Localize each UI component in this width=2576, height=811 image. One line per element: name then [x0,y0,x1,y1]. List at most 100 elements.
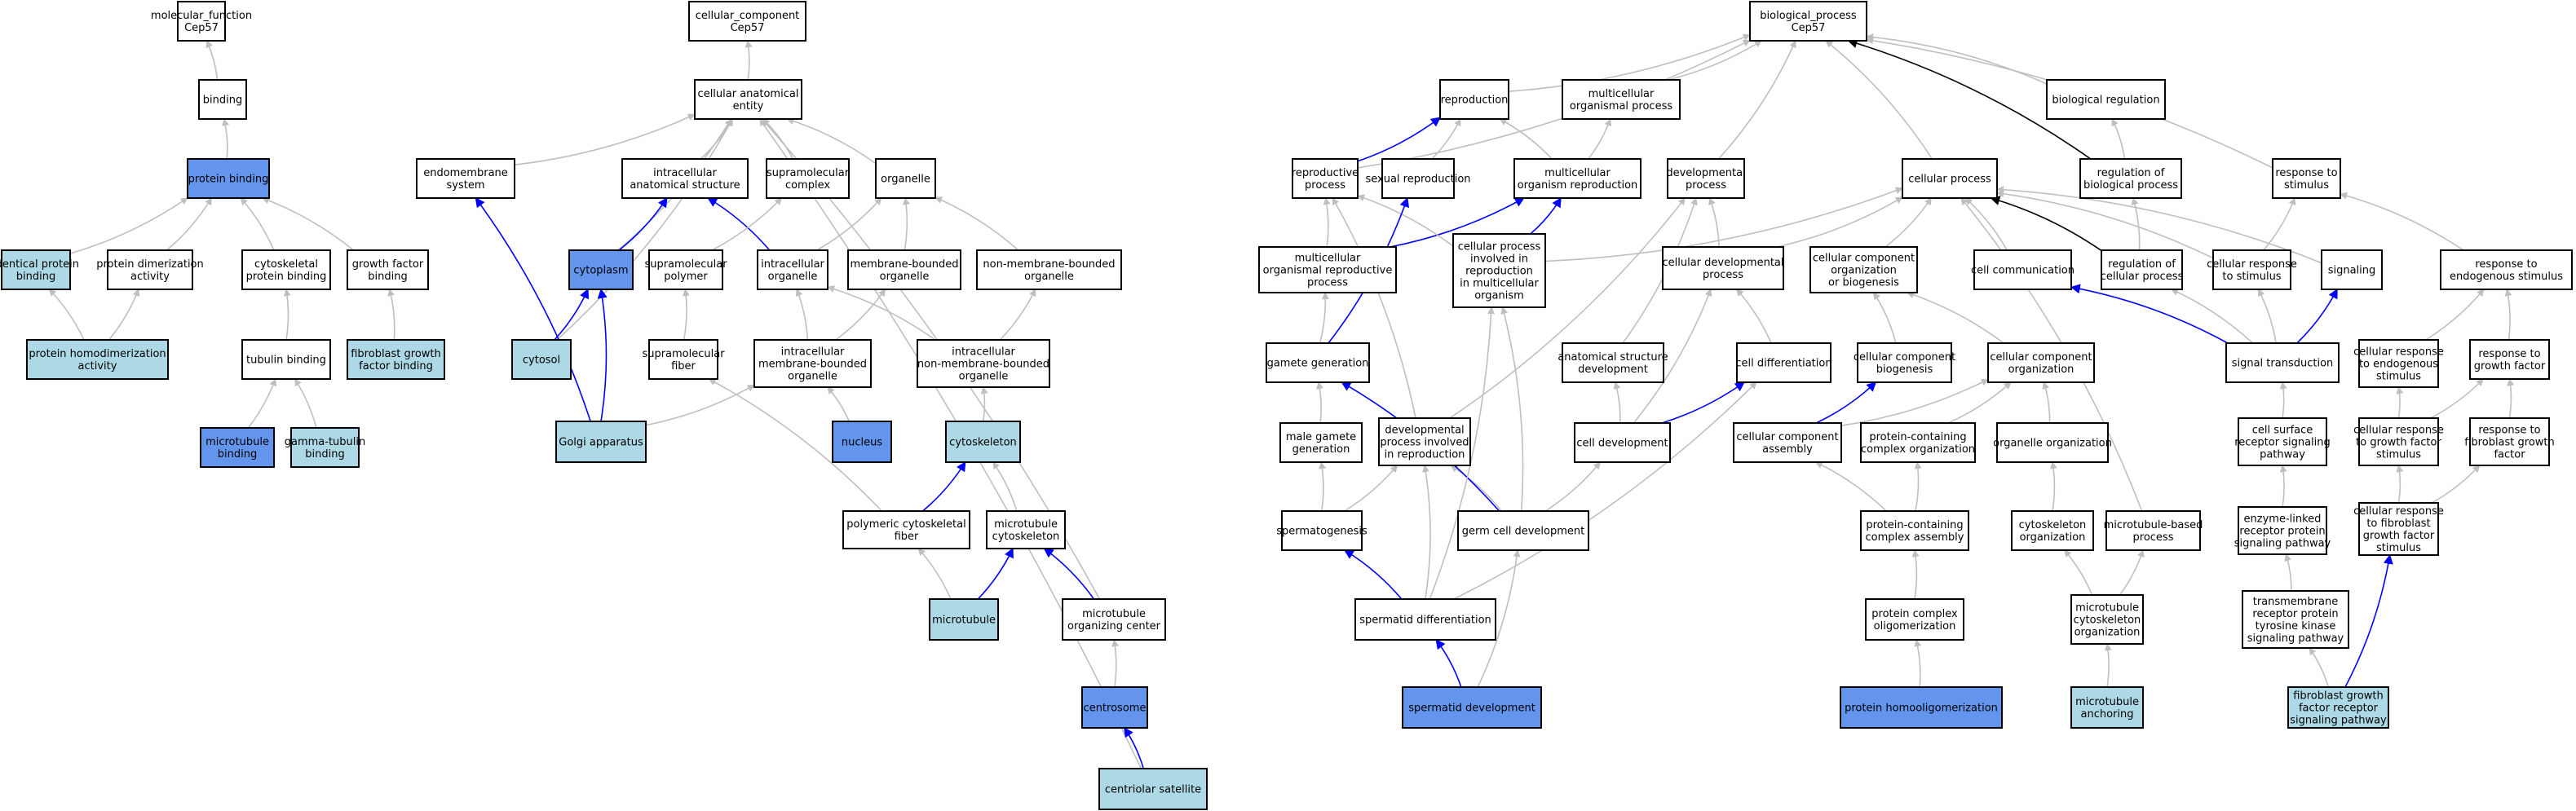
go-term-node-germ-cell-development[interactable]: germ cell development [1457,510,1589,551]
go-term-node-spermatogenesis[interactable]: spermatogenesis [1276,510,1368,551]
node-box [1457,510,1589,551]
go-term-node-signaling[interactable]: signaling [2321,249,2383,290]
go-term-node-cell-communication[interactable]: cell communication [1971,249,2074,290]
go-term-node-golgi-apparatus[interactable]: Golgi apparatus [555,421,647,463]
go-term-node-nucleus[interactable]: nucleus [832,421,892,463]
go-term-node-cell-differentiation[interactable]: cell differentiation [1735,342,1832,383]
go-term-node-spermatid-differentiation[interactable]: spermatid differentiation [1354,598,1496,641]
go-term-node-microtubule[interactable]: microtubule [929,598,999,641]
node-label-line: microtubule [2075,696,2139,708]
go-term-node-organelle[interactable]: organelle [875,158,936,199]
node-box [842,510,970,549]
go-term-node-protein-homooligomerization[interactable]: protein homooligomerization [1840,686,2003,729]
node-box [757,249,828,290]
edge-microtubule_binding-to-tubulin_binding [247,378,277,429]
go-term-node-biological-regulation[interactable]: biological regulation [2046,79,2166,120]
go-term-node-signal-transduction[interactable]: signal transduction [2225,342,2340,383]
node-label-line: endomembrane [423,167,508,179]
go-term-node-binding[interactable]: binding [198,79,247,120]
go-term-node-cellular-process[interactable]: cellular process [1902,158,1998,199]
go-term-node-intracellular-non-membrane-bounded-organelle[interactable]: intracellularnon-membrane-boundedorganel… [917,339,1050,388]
node-box [1662,246,1784,290]
go-term-node-cell-development[interactable]: cell development [1574,422,1671,463]
go-term-node-cytosol[interactable]: cytosol [511,339,572,380]
go-term-node-centriolar-satellite[interactable]: centriolar satellite [1098,768,1208,810]
edge-protein_binding-to-binding [222,118,229,160]
node-label-line: supramolecular [767,167,850,179]
go-term-node-cytoskeleton[interactable]: cytoskeleton [945,421,1021,463]
go-term-node-organelle-organization[interactable]: organelle organization [1993,422,2112,463]
go-term-node-spermatid-development[interactable]: spermatid development [1402,686,1542,729]
node-label-line: receptor protein [2252,608,2338,620]
go-term-node-reproduction[interactable]: reproduction [1439,79,1509,120]
go-term-node-gamete-generation[interactable]: gamete generation [1266,342,1370,383]
node-label-line: identical protein [0,258,79,271]
go-term-node-cytoplasm[interactable]: cytoplasm [568,249,634,290]
node-label-line: biological regulation [2052,95,2159,107]
go-term-node-centrosome[interactable]: centrosome [1081,686,1148,729]
go-term-node-tubulin-binding[interactable]: tubulin binding [241,339,331,380]
go-term-node-protein-binding[interactable]: protein binding [187,158,270,199]
go-term-node-sexual-reproduction[interactable]: sexual reproduction [1365,158,1471,199]
